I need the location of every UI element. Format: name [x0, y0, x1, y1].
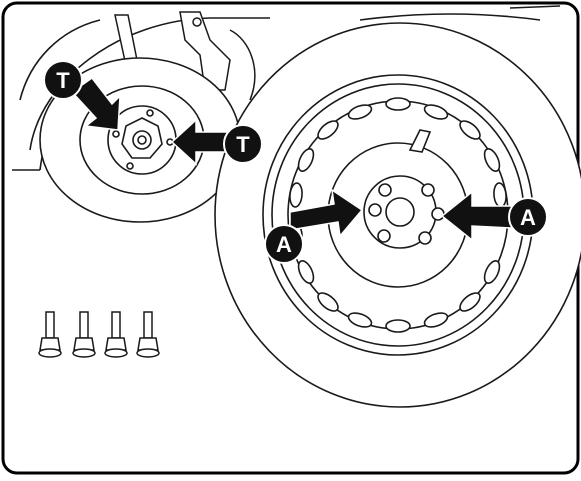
arrow-a-right: [440, 190, 513, 242]
rim-vent-holes: [289, 97, 507, 333]
wheel-bolt: [136, 311, 160, 358]
arrow-t-right: [170, 118, 229, 166]
tire-valve: [408, 129, 432, 153]
callout-a-right: A: [508, 197, 548, 237]
callout-t-top: T: [43, 60, 83, 100]
spare-wheel: [214, 22, 581, 408]
callout-label: A: [520, 205, 536, 230]
wheel-bolts: [38, 311, 160, 358]
callout-label: T: [236, 132, 250, 157]
wheel-bolt: [72, 311, 96, 358]
arrow-a-left: [289, 188, 364, 238]
callout-t-right: T: [223, 124, 263, 164]
callout-label: A: [276, 232, 292, 257]
callout-a-left: A: [264, 224, 304, 264]
arrow-t-top: [70, 76, 121, 131]
wheel-bolt: [38, 311, 62, 358]
callout-label: T: [56, 68, 70, 93]
wheel-bolt: [104, 311, 128, 358]
